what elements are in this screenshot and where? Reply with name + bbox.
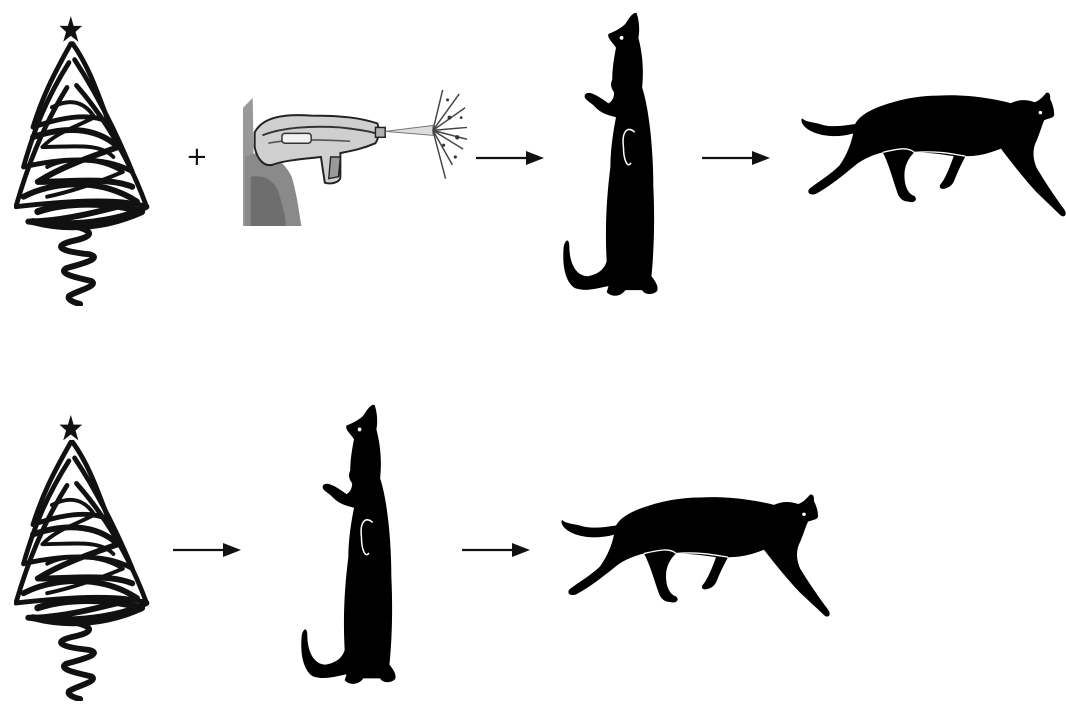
diagram-row-bottom xyxy=(0,395,1066,704)
diagram-row-top: + xyxy=(0,0,1066,330)
arrow-icon xyxy=(702,148,772,168)
spray-gun-icon xyxy=(243,88,467,226)
cat-standing-icon xyxy=(560,8,672,306)
cat-walking-icon xyxy=(560,490,830,630)
cat-standing-icon xyxy=(298,400,410,694)
christmas-tree-icon xyxy=(14,407,156,701)
arrow-icon xyxy=(173,540,243,560)
arrow-icon xyxy=(476,148,546,168)
christmas-tree-icon xyxy=(14,8,156,306)
cat-walking-icon xyxy=(800,88,1066,230)
plus-operator: + xyxy=(186,142,208,172)
arrow-icon xyxy=(462,540,532,560)
